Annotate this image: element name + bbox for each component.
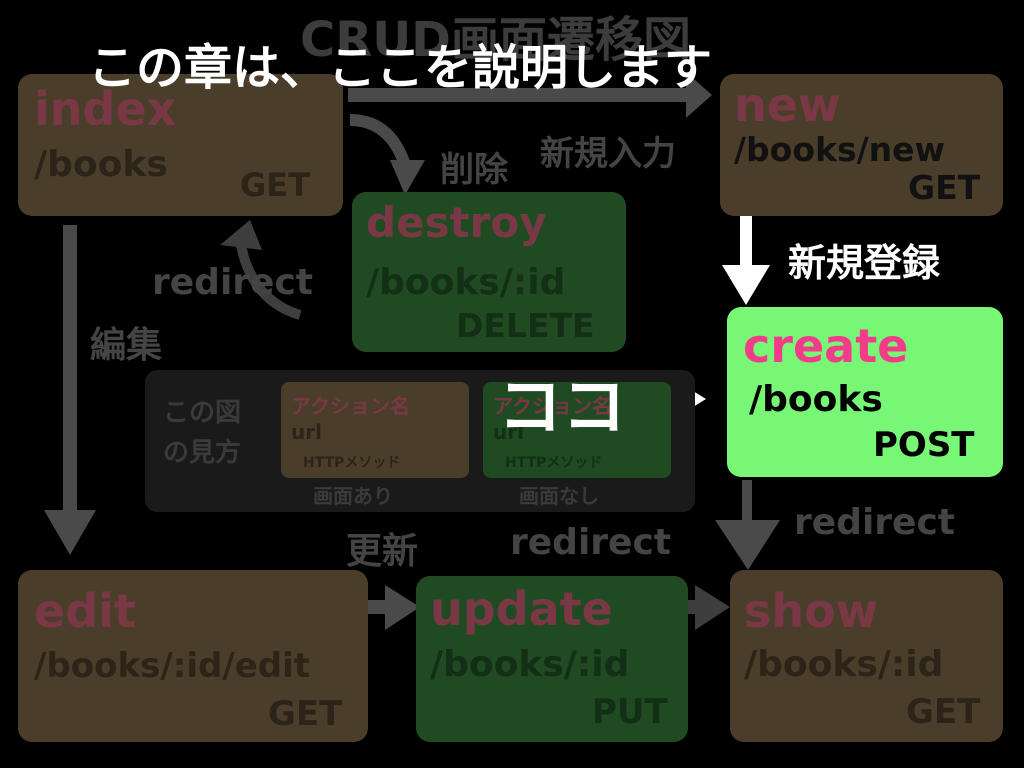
label-new-input: 新規入力 — [540, 134, 676, 174]
legend-without-view: 画面なし — [519, 484, 599, 508]
legend-title-line1: この図 — [163, 398, 242, 428]
url: /books — [34, 144, 168, 185]
label-edit: 編集 — [90, 325, 163, 366]
action-name: edit — [34, 584, 136, 638]
action-name: create — [743, 319, 909, 373]
url: /books/:id — [366, 262, 566, 303]
chapter-heading: この章は、ここを説明します — [88, 40, 713, 96]
arrow-destroy-redirect — [235, 239, 302, 320]
http-method: GET — [906, 692, 981, 732]
box-new: new /books/new GET — [720, 74, 1003, 216]
http-method: PUT — [592, 692, 668, 732]
arrow-index-to-destroy — [349, 114, 411, 168]
legend-url: url — [493, 420, 524, 444]
legend-url: url — [291, 420, 322, 444]
arrow-new-to-create — [722, 215, 770, 305]
box-edit: edit /books/:id/edit GET — [18, 570, 368, 742]
legend-with-view: 画面あり — [313, 484, 393, 508]
box-index: index /books GET — [18, 74, 343, 216]
http-method: GET — [240, 166, 310, 204]
action-name: destroy — [366, 198, 547, 247]
arrow-index-to-edit — [44, 225, 96, 555]
diagram-title: CRUD画面遷移図 — [300, 12, 692, 68]
label-delete: 削除 — [440, 150, 508, 190]
legend-action-name: アクション名 — [493, 394, 612, 418]
url: /books — [749, 379, 883, 420]
url: /books/:id/edit — [34, 646, 311, 686]
http-method: DELETE — [456, 306, 595, 345]
pointer-label: ココ — [498, 371, 626, 445]
legend-action-name: アクション名 — [291, 394, 410, 418]
action-name: update — [430, 582, 613, 636]
label-update: 更新 — [346, 531, 419, 572]
box-update: update /books/:id PUT — [416, 576, 688, 742]
box-create: create /books POST — [727, 307, 1003, 477]
label-redirect-bottom: redirect — [510, 522, 671, 563]
url: /books/:id — [430, 644, 630, 685]
arrow-index-to-new — [348, 72, 712, 118]
http-method: GET — [268, 694, 343, 734]
box-destroy: destroy /books/:id DELETE — [352, 192, 626, 352]
action-name: new — [734, 78, 841, 132]
http-method: POST — [873, 425, 975, 465]
url: /books/:id — [744, 644, 944, 685]
legend-title-line2: の見方 — [163, 438, 242, 468]
http-method: GET — [908, 168, 981, 207]
legend-http-method: HTTPメソッド — [303, 455, 401, 471]
legend-view-box: アクション名 url HTTPメソッド — [281, 382, 469, 478]
action-name: index — [34, 82, 177, 136]
label-redirect-right: redirect — [794, 502, 955, 543]
legend-http-method: HTTPメソッド — [505, 455, 603, 471]
legend-noview-box: アクション名 url HTTPメソッド — [483, 382, 671, 478]
label-new-register: 新規登録 — [788, 241, 941, 285]
legend: この図 の見方 アクション名 url HTTPメソッド 画面あり アクション名 … — [145, 370, 695, 512]
arrow-create-to-show — [715, 480, 780, 570]
action-name: show — [744, 584, 879, 638]
label-redirect-left: redirect — [152, 262, 313, 303]
box-show: show /books/:id GET — [730, 570, 1003, 742]
url: /books/new — [734, 130, 946, 169]
